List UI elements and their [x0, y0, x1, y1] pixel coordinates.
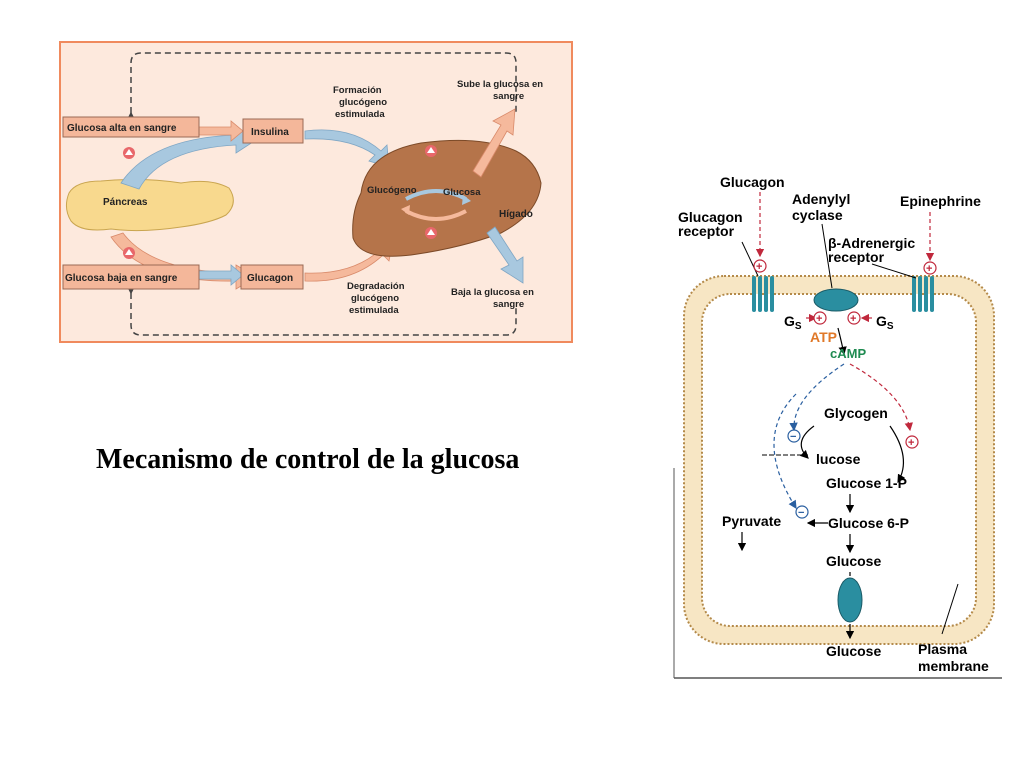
arrow-low-glucagon [198, 264, 244, 286]
fall-note: Baja la glucosa en sangre [451, 287, 537, 310]
glucagon-label: Glucagon [247, 273, 293, 284]
pointer-membrane [941, 583, 959, 635]
gs-right-label: GS [876, 313, 894, 332]
insulin-label: Insulina [251, 127, 289, 138]
svg-text:−: − [790, 431, 796, 443]
arrow-insulin-liver [304, 129, 390, 168]
camp-label: cAMP [830, 346, 866, 361]
glucagon-top-label: Glucagon [720, 174, 785, 190]
plus-badge-5 [905, 435, 919, 449]
g6p-label: Glucose 6-P [828, 515, 909, 531]
pancreas-shape [65, 178, 234, 232]
arrow-glucose-fall [486, 226, 524, 284]
high-glucose-box [62, 116, 200, 138]
plasma-membrane-label: Plasma membrane [918, 641, 989, 674]
glucose-regulation-diagram: Páncreas Glucosa alta en sangre Insulina… [59, 41, 573, 343]
pancreas-label: Páncreas [103, 197, 148, 208]
beta-adrenergic-receptor [912, 276, 934, 312]
epinephrine-label: Epinephrine [900, 193, 981, 209]
atp-label: ATP [810, 329, 837, 345]
arrow-camp-inhibit-2 [773, 393, 797, 510]
cycle-arc-top [405, 189, 467, 201]
feedback-loop-bottom [125, 282, 517, 336]
glucagon-receptor [752, 276, 774, 312]
degradation-note: Degradación glucógeno estimulada [347, 281, 407, 316]
liver-shape [352, 139, 542, 257]
low-glucose-label: Glucosa baja en sangre [65, 273, 178, 284]
glucagon-box [240, 264, 304, 290]
low-glucose-box [62, 264, 200, 290]
adenylyl-label: Adenylyl cyclase [792, 191, 854, 223]
svg-text:+: + [850, 313, 856, 325]
arrow-atp-camp [837, 327, 847, 356]
adenylyl-cyclase-shape [813, 288, 859, 312]
glucose-mid-label: lucose [816, 451, 861, 467]
high-glucose-label: Glucosa alta en sangre [67, 123, 177, 134]
minus-badge-1 [787, 429, 801, 443]
svg-text:+: + [816, 313, 822, 325]
glycogen-label: Glycogen [824, 405, 888, 421]
liver-label: Hígado [499, 209, 533, 220]
svg-text:+: + [756, 261, 762, 273]
plus-badge-3 [813, 311, 827, 325]
signaling-pathway-diagram: Glucagon Adenylyl cyclase Epinephrine Gl… [672, 168, 1002, 680]
svg-text:+: + [926, 263, 932, 275]
svg-text:−: − [798, 507, 804, 519]
arrow-high-insulin [198, 120, 244, 142]
plus-badge-1 [753, 259, 767, 273]
rise-note: Sube la glucosa en sangre [457, 79, 546, 102]
glucose-transporter [837, 577, 863, 623]
gs-left-label: GS [784, 313, 802, 332]
minus-badge-2 [795, 505, 809, 519]
glucagon-receptor-label: Glucagon receptor [678, 209, 746, 239]
insulin-box [242, 118, 304, 144]
svg-text:+: + [908, 437, 914, 449]
glycogen-label: Glucógeno [367, 185, 417, 196]
arrow-glucose-rise [472, 108, 516, 178]
pointer-beta-receptor [871, 263, 917, 279]
cycle-arc-bottom [405, 209, 467, 221]
glucose-out-label: Glucose [826, 643, 881, 659]
arrow-camp-inhibit-1 [789, 363, 845, 432]
plus-badge-4 [847, 311, 861, 325]
slide-caption: Mecanismo de control de la glucosa [96, 444, 520, 475]
g1p-label: Glucose 1-P [826, 475, 907, 491]
arrow-camp-activate [849, 363, 913, 432]
formation-note: Formación glucógeno estimulada [333, 85, 390, 120]
pyruvate-label: Pyruvate [722, 513, 781, 529]
pointer-adenylyl [821, 223, 833, 289]
feedback-loop-top [125, 52, 517, 124]
plus-badge-2 [923, 261, 937, 275]
beta-receptor-label: β-Adrenergic receptor [828, 235, 919, 265]
glucose-low-label: Glucose [826, 553, 881, 569]
liver-glucose-label: Glucosa [443, 187, 481, 198]
arrow-glycogen-g1p [889, 425, 906, 484]
